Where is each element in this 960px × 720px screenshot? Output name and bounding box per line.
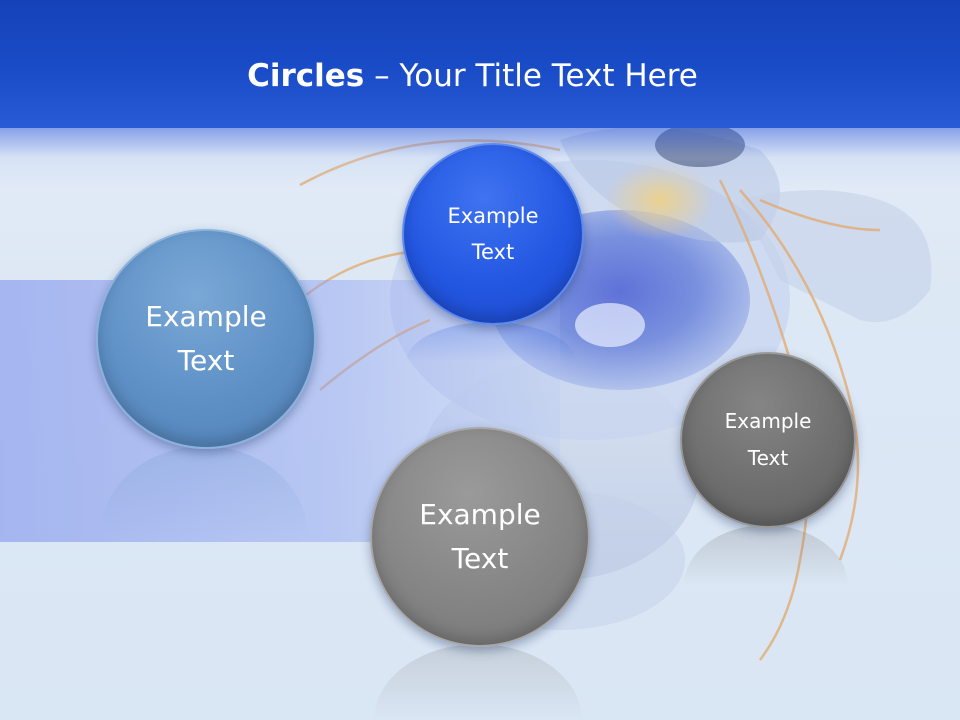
circle-2-label: Example Text	[447, 204, 539, 264]
circle-1-label: Example Text	[145, 300, 267, 377]
circle-3[interactable]: Example Text	[370, 427, 590, 647]
circle-4-label: Example Text	[724, 409, 812, 470]
circle-4[interactable]: Example Text	[680, 352, 856, 528]
title-rest: – Your Title Text Here	[364, 58, 698, 94]
header-bar	[0, 0, 960, 128]
circle-2[interactable]: Example Text	[402, 143, 584, 325]
circle-3-label: Example Text	[419, 498, 541, 575]
slide-title[interactable]: Circles – Your Title Text Here	[0, 56, 945, 96]
title-bold: Circles	[247, 58, 365, 94]
circle-1[interactable]: Example Text	[96, 229, 316, 449]
